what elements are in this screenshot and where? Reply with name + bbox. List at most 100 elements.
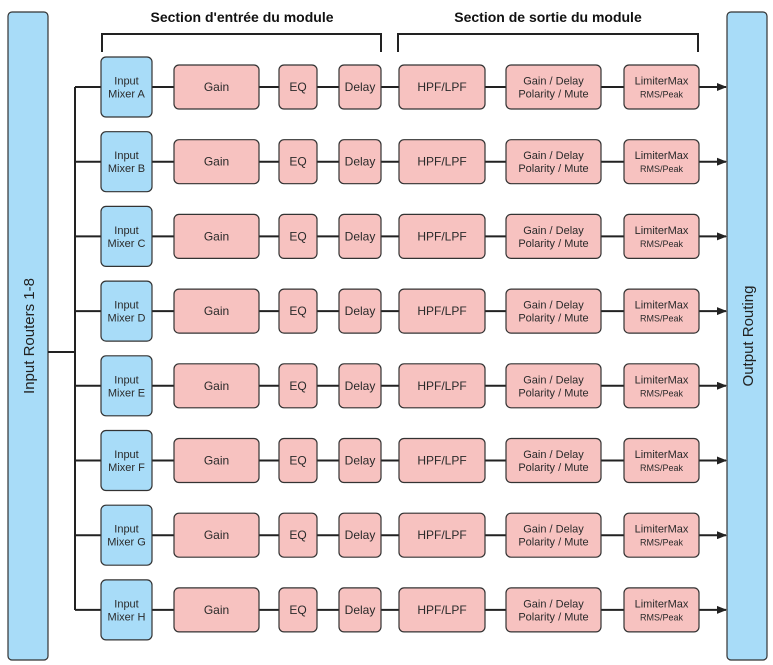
limiter-block-g-label-line-2: RMS/Peak	[640, 538, 684, 548]
gain-block-f-label: Gain	[204, 454, 229, 468]
input-routers-block	[7, 11, 49, 661]
limiter-block-h-label-line-2: RMS/Peak	[640, 612, 684, 622]
gain-delay-polarity-mute-block-h-label-line-2: Polarity / Mute	[518, 611, 588, 623]
hpf-lpf-block-e-label: HPF/LPF	[417, 379, 466, 393]
hpf-lpf-block-c-label-line-1: HPF/LPF	[417, 229, 466, 243]
gain-delay-polarity-mute-block-d-label-line-1: Gain / Delay	[523, 300, 584, 312]
eq-block-g-label-line-1: EQ	[289, 528, 306, 542]
gain-delay-polarity-mute-block-a-label-line-2: Polarity / Mute	[518, 89, 588, 101]
gain-block-a-label-line-1: Gain	[204, 80, 229, 94]
delay-block-a-label: Delay	[345, 80, 376, 94]
output-section-bracket	[397, 33, 699, 52]
gain-delay-polarity-mute-block-f-label-line-1: Gain / Delay	[523, 449, 584, 461]
hpf-lpf-block-g-label-line-1: HPF/LPF	[417, 528, 466, 542]
hpf-lpf-block-d	[398, 288, 486, 334]
limiter-block-d	[623, 288, 700, 334]
input-mixer-g-label-line-2: Mixer G	[107, 537, 146, 549]
gain-block-a	[173, 64, 260, 110]
eq-block-d-label-line-1: EQ	[289, 304, 306, 318]
gain-block-f-label-line-1: Gain	[204, 454, 229, 468]
eq-block-h-label: EQ	[289, 603, 306, 617]
input-mixer-a-label-line-1: Input	[114, 76, 138, 88]
input-mixer-f-label-line-1: Input	[114, 449, 138, 461]
hpf-lpf-block-d-label: HPF/LPF	[417, 304, 466, 318]
gain-delay-polarity-mute-block-e-label-line-1: Gain / Delay	[523, 374, 584, 386]
eq-block-g-label: EQ	[289, 528, 306, 542]
hpf-lpf-block-h-label-line-1: HPF/LPF	[417, 603, 466, 617]
gain-delay-polarity-mute-block-d	[505, 288, 602, 334]
gain-block-h-label: Gain	[204, 603, 229, 617]
limiter-block-h	[623, 587, 700, 633]
hpf-lpf-block-b	[398, 139, 486, 185]
hpf-lpf-block-f	[398, 437, 486, 484]
input-mixer-h-label-line-1: Input	[114, 598, 138, 610]
gain-block-c-label: Gain	[204, 229, 229, 243]
gain-delay-polarity-mute-block-a-label-line-1: Gain / Delay	[523, 76, 584, 88]
delay-block-d	[338, 288, 382, 334]
limiter-block-a-label-line-1: LimiterMax	[635, 76, 689, 88]
input-routers-label: Input Routers 1-8	[21, 278, 38, 394]
input-mixer-d-label-line-1: Input	[114, 300, 138, 312]
eq-block-a-label: EQ	[289, 80, 306, 94]
limiter-block-c-label-line-1: LimiterMax	[635, 225, 689, 237]
gain-delay-polarity-mute-block-g-label-line-1: Gain / Delay	[523, 524, 584, 536]
gain-block-g-label: Gain	[204, 528, 229, 542]
limiter-block-h-label-line-1: LimiterMax	[635, 598, 689, 610]
limiter-block-b	[623, 139, 700, 185]
hpf-lpf-block-h	[398, 587, 486, 633]
hpf-lpf-block-d-label-line-1: HPF/LPF	[417, 304, 466, 318]
gain-delay-polarity-mute-block-b-label-line-2: Polarity / Mute	[518, 163, 588, 175]
limiter-block-g	[623, 512, 700, 558]
output-routing-label: Output Routing	[740, 286, 757, 387]
input-mixer-d-label-line-2: Mixer D	[108, 313, 146, 325]
delay-block-g-label-line-1: Delay	[345, 528, 376, 542]
delay-block-e-label: Delay	[345, 379, 376, 393]
hpf-lpf-block-h-label: HPF/LPF	[417, 603, 466, 617]
gain-block-b	[173, 139, 260, 185]
gain-delay-polarity-mute-block-c	[505, 213, 602, 259]
gain-block-e	[173, 363, 260, 409]
gain-block-b-label: Gain	[204, 155, 229, 169]
delay-block-h	[338, 587, 382, 633]
hpf-lpf-block-e-label-line-1: HPF/LPF	[417, 379, 466, 393]
delay-block-c	[338, 213, 382, 259]
limiter-block-c-label-line-2: RMS/Peak	[640, 239, 684, 249]
eq-block-e-label: EQ	[289, 379, 306, 393]
delay-block-h-label: Delay	[345, 603, 376, 617]
gain-block-c	[173, 213, 260, 259]
input-mixer-g	[100, 504, 153, 566]
gain-delay-polarity-mute-block-d-label-line-2: Polarity / Mute	[518, 313, 588, 325]
gain-block-c-label-line-1: Gain	[204, 229, 229, 243]
eq-block-b-label-line-1: EQ	[289, 155, 306, 169]
input-mixer-f-label-line-2: Mixer F	[108, 462, 145, 474]
gain-delay-polarity-mute-block-g	[505, 512, 602, 558]
hpf-lpf-block-f-label-line-1: HPF/LPF	[417, 454, 466, 468]
hpf-lpf-block-a	[398, 64, 486, 110]
delay-block-e	[338, 363, 382, 409]
eq-block-h	[278, 587, 318, 633]
input-mixer-f	[100, 429, 153, 492]
hpf-lpf-block-c	[398, 213, 486, 259]
hpf-lpf-block-b-label-line-1: HPF/LPF	[417, 155, 466, 169]
eq-block-f-label: EQ	[289, 454, 306, 468]
input-mixer-h	[100, 579, 153, 641]
eq-block-c-label-line-1: EQ	[289, 229, 306, 243]
